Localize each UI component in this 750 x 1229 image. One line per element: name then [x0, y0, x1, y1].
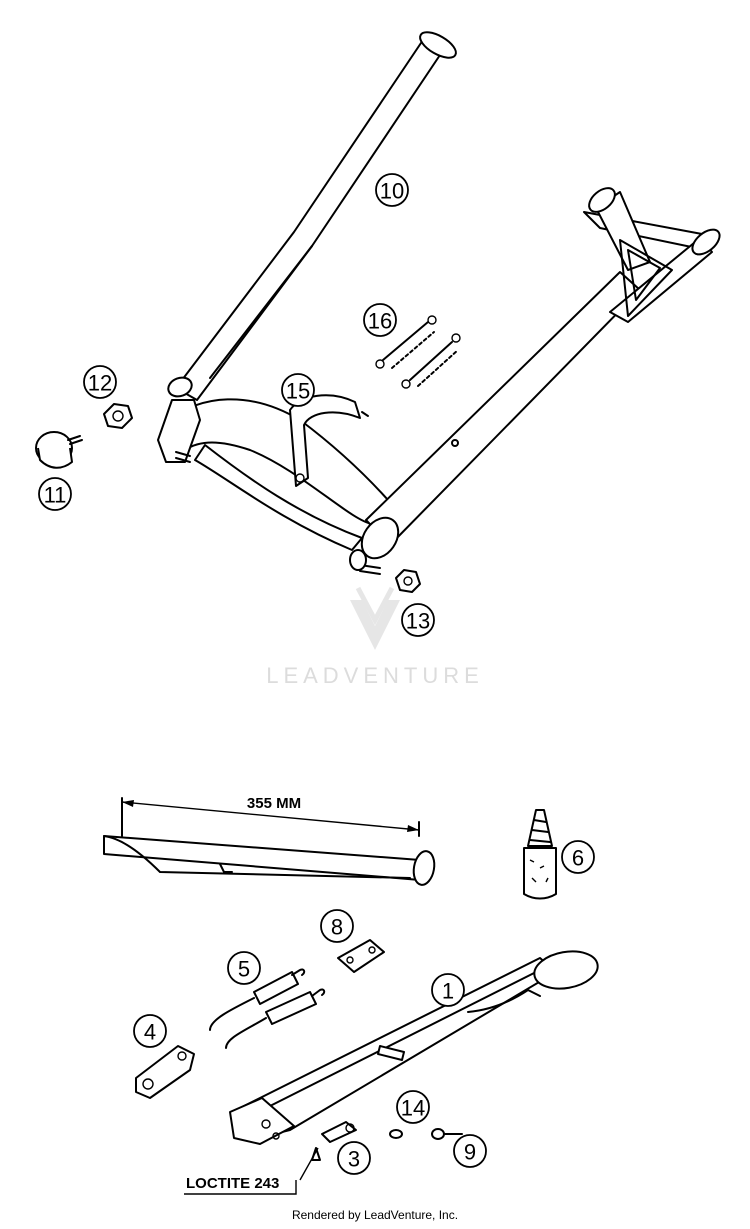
- callout-12: 12: [83, 365, 117, 399]
- watermark-text: LEADVENTURE: [266, 663, 484, 688]
- nut-13: [395, 569, 421, 593]
- callout-label: 14: [401, 1096, 425, 1121]
- callout-15: 15: [281, 373, 315, 407]
- callout-label: 10: [380, 179, 404, 204]
- callout-label: 16: [368, 309, 392, 334]
- callout-circle: [83, 365, 117, 399]
- callout-6: 6: [561, 840, 595, 874]
- footer-credit: Rendered by LeadVenture, Inc.: [291, 1208, 459, 1222]
- callout-label: 9: [464, 1140, 476, 1165]
- bracket-4: [135, 1045, 195, 1099]
- callout-circle: [363, 303, 397, 337]
- callout-circle: [396, 1090, 430, 1124]
- callout-11: 11: [38, 477, 72, 511]
- loctite-label: LOCTITE 243: [184, 1175, 297, 1195]
- callout-label: 5: [238, 957, 250, 982]
- callout-10: 10: [375, 173, 409, 207]
- callout-circle: [227, 951, 261, 985]
- loctite-bottle-6: [523, 809, 557, 900]
- dimension-label: 355 MM: [247, 795, 301, 812]
- callout-label: 3: [348, 1147, 360, 1172]
- side-stand-leg: [229, 950, 599, 1145]
- screw-9: [431, 1128, 463, 1140]
- callout-8: 8: [320, 909, 354, 943]
- callout-circle: [561, 840, 595, 874]
- callout-9: 9: [453, 1134, 487, 1168]
- washer-14: [389, 1129, 403, 1139]
- callout-label: 15: [286, 379, 310, 404]
- callout-label: 1: [442, 979, 454, 1004]
- callout-circle: [320, 909, 354, 943]
- bolt-3: [299, 1121, 357, 1181]
- callout-circle: [453, 1134, 487, 1168]
- plate-8: [337, 939, 385, 973]
- dimension-355mm: 355 MM: [121, 795, 420, 837]
- leadventure-watermark: LEADVENTURE: [266, 586, 484, 688]
- side-stand-leg-outline: [103, 835, 436, 886]
- rubber-bumper-11: [35, 431, 83, 469]
- callout-circle: [375, 173, 409, 207]
- callout-label: 4: [144, 1020, 156, 1045]
- callout-4: 4: [133, 1014, 167, 1048]
- callout-circle: [281, 373, 315, 407]
- callout-5: 5: [227, 951, 261, 985]
- loctite-text: LOCTITE 243: [186, 1175, 279, 1192]
- callout-1: 1: [431, 973, 465, 1007]
- callout-label: 12: [88, 371, 112, 396]
- callout-label: 8: [331, 915, 343, 940]
- callout-circle: [133, 1014, 167, 1048]
- callout-label: 13: [406, 609, 430, 634]
- callout-14: 14: [396, 1090, 430, 1124]
- callout-13: 13: [401, 603, 435, 637]
- stand-springs: [375, 315, 461, 389]
- center-stand: [157, 31, 721, 575]
- callout-circle: [38, 477, 72, 511]
- callout-circle: [337, 1141, 371, 1175]
- callout-label: 6: [572, 846, 584, 871]
- callout-3: 3: [337, 1141, 371, 1175]
- callout-circle: [401, 603, 435, 637]
- callout-circle: [431, 973, 465, 1007]
- side-stand-springs: [209, 968, 326, 1049]
- callout-16: 16: [363, 303, 397, 337]
- nut-12: [103, 403, 133, 429]
- callout-label: 11: [44, 483, 67, 508]
